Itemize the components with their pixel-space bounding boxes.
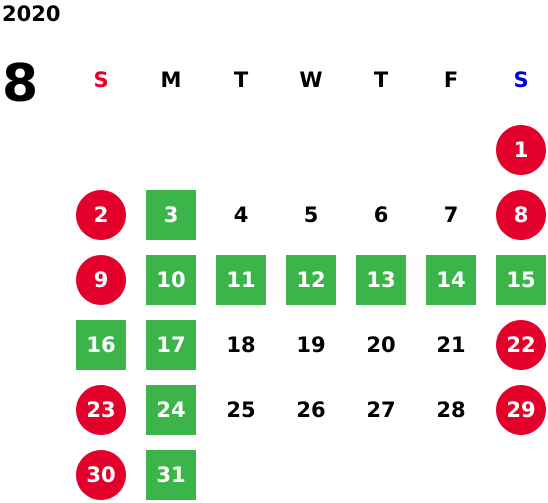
day-cell-24[interactable]: 24 [146,385,196,435]
day-cell-13[interactable]: 13 [356,255,406,305]
day-cell-31[interactable]: 31 [146,450,196,500]
day-cell-17[interactable]: 17 [146,320,196,370]
weekday-fri: F [443,68,459,92]
day-cell-9[interactable]: 9 [76,255,126,305]
weekday-wed: W [299,68,323,92]
day-cell-29[interactable]: 29 [496,385,546,435]
weekday-sat: S [513,68,529,92]
day-cell-22[interactable]: 22 [496,320,546,370]
day-cell-11[interactable]: 11 [216,255,266,305]
day-cell-7[interactable]: 7 [443,203,459,227]
day-cell-3[interactable]: 3 [146,190,196,240]
calendar-month: 8 [2,54,39,114]
day-cell-27[interactable]: 27 [366,398,396,422]
day-cell-8[interactable]: 8 [496,190,546,240]
calendar-year: 2020 [2,2,61,26]
weekday-sun: S [93,68,109,92]
day-cell-19[interactable]: 19 [296,333,326,357]
day-cell-4[interactable]: 4 [233,203,249,227]
day-cell-16[interactable]: 16 [76,320,126,370]
day-cell-21[interactable]: 21 [436,333,466,357]
day-cell-26[interactable]: 26 [296,398,326,422]
day-cell-15[interactable]: 15 [496,255,546,305]
day-cell-6[interactable]: 6 [373,203,389,227]
day-cell-18[interactable]: 18 [226,333,256,357]
day-cell-14[interactable]: 14 [426,255,476,305]
day-cell-1[interactable]: 1 [496,125,546,175]
weekday-mon: M [160,68,182,92]
day-cell-5[interactable]: 5 [303,203,319,227]
day-cell-12[interactable]: 12 [286,255,336,305]
day-cell-2[interactable]: 2 [76,190,126,240]
weekday-thu: T [373,68,389,92]
day-cell-20[interactable]: 20 [366,333,396,357]
weekday-tue: T [233,68,249,92]
day-cell-10[interactable]: 10 [146,255,196,305]
day-cell-23[interactable]: 23 [76,385,126,435]
day-cell-28[interactable]: 28 [436,398,466,422]
day-cell-25[interactable]: 25 [226,398,256,422]
day-cell-30[interactable]: 30 [76,450,126,500]
